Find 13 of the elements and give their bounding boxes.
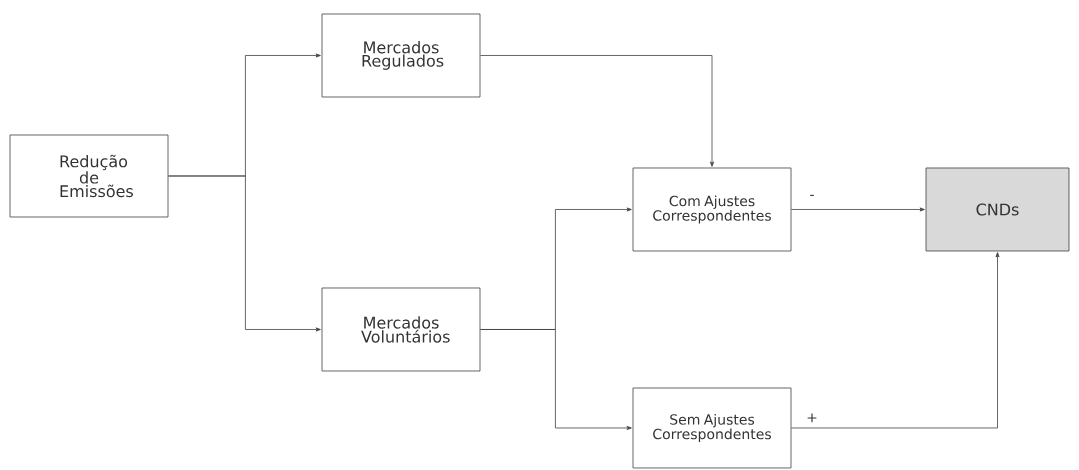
process-box: Redução de Emissões [9, 134, 169, 218]
arrow [480, 329, 632, 430]
edge-label: + [805, 412, 819, 424]
arrow [791, 207, 925, 212]
arrow [480, 55, 714, 167]
edge-label: - [808, 193, 816, 201]
arrow [168, 175, 321, 332]
process-box: Com Ajustes Correspondentes [632, 167, 792, 252]
arrow [791, 252, 1000, 429]
process-box: Mercados Voluntários [321, 287, 481, 372]
process-box: Sem Ajustes Correspondentes [632, 387, 792, 469]
shaded-box: CNDs [925, 167, 1070, 252]
process-box: Mercados Regulados [321, 13, 481, 98]
